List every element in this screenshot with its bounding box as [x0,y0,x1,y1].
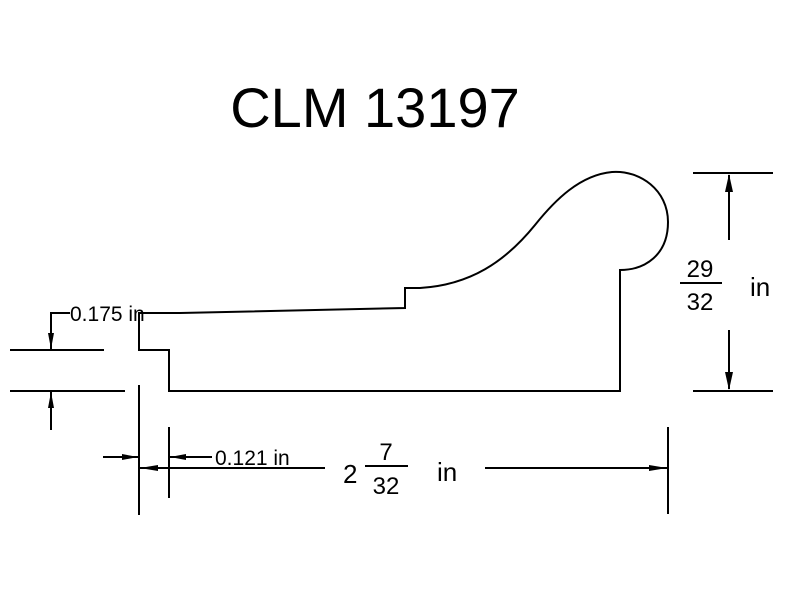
leader-line [50,312,70,349]
height-dimension: 29 32 in [680,172,773,392]
height-unit: in [750,272,770,302]
arrow-up-icon [48,392,54,408]
arrow-down-icon [48,333,54,349]
lip-width-label: 0.121 in [215,447,290,470]
arrow-left-icon [170,454,186,460]
arrow-right-icon [649,465,667,471]
width-numerator: 7 [379,439,392,466]
arrow-right-icon [122,454,138,460]
drawing-title: CLM 13197 [230,76,520,139]
arrow-left-icon [140,465,158,471]
lip-height-label: 0.175 in [70,303,145,326]
width-unit: in [437,457,457,487]
height-denominator: 32 [687,289,714,316]
height-numerator: 29 [687,256,714,283]
moulding-profile [138,170,670,392]
arrow-up-icon [725,174,733,192]
width-denominator: 32 [373,473,400,500]
arrow-down-icon [725,372,733,390]
lip-height-dimension: 0.175 in [10,303,180,430]
width-dimension: 0.121 in 2 7 32 in [103,385,669,515]
width-whole: 2 [343,459,357,489]
